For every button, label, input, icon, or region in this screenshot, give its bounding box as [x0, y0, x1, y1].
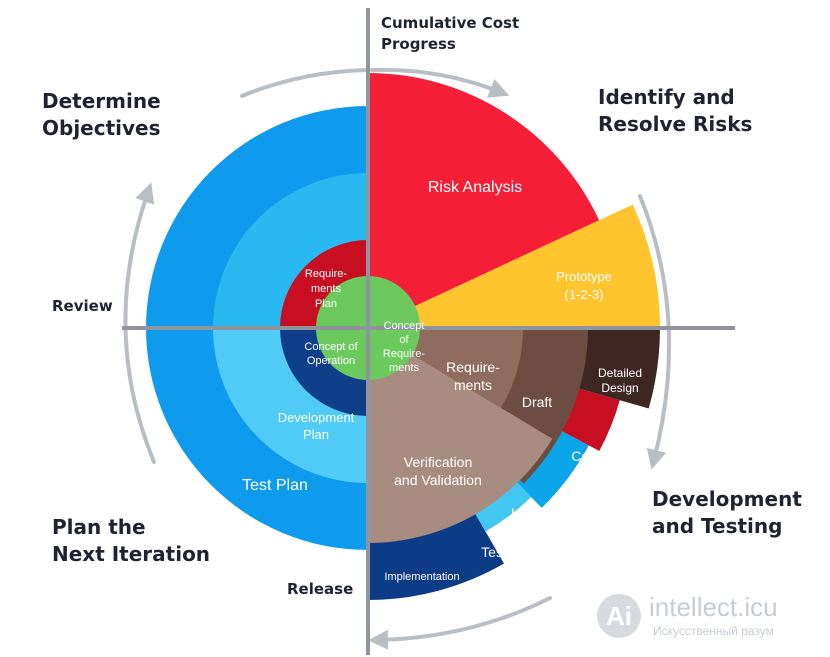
watermark-logo: Ai intellect.icu Искусственный разум: [597, 592, 817, 642]
quadrant-title-plan-next-iteration: Plan the Next Iteration: [52, 515, 211, 566]
axis-label-release: Release: [287, 580, 354, 598]
axis-lines: [122, 8, 735, 655]
segment-label-verification-validation: Verification and Validation: [394, 454, 482, 488]
segment-label-code: Code: [571, 448, 605, 464]
segment-label-development-plan: Development Plan: [277, 410, 355, 442]
watermark-subtext: Искусственный разум: [653, 624, 774, 638]
quadrant-title-identify-resolve-risks: Identify and Resolve Risks: [598, 85, 753, 136]
prototype-wedge: [368, 204, 660, 328]
segment-label-test: Test: [481, 544, 507, 560]
quadrant-title-determine-objectives: Determine Objectives: [42, 89, 161, 140]
segment-label-implementation: Implementation: [384, 571, 460, 583]
axis-label-review: Review: [52, 297, 113, 315]
segment-label-risk-analysis: Risk Analysis: [427, 179, 523, 196]
segment-label-draft: Draft: [521, 394, 553, 410]
arc-top: [240, 68, 368, 98]
risk-analysis-wedge: [368, 73, 600, 328]
segment-label-concept-of-requirements: Concept of Require- ments: [382, 320, 426, 374]
segment-label-requirements-plan: Require- ments Plan: [304, 268, 348, 310]
arc-right: [638, 194, 672, 470]
logo-glyph: Ai: [606, 601, 632, 631]
arc-top: [370, 67, 510, 98]
logo-circle-icon: [597, 594, 641, 638]
arc-bottom: [368, 596, 552, 650]
quadrant-title-development-testing: Development and Testing: [652, 487, 802, 538]
segment-label-detailed-design: Detailed Design: [597, 366, 643, 395]
segment-label-prototype: Prototype (1-2-3): [556, 269, 612, 302]
segment-label-requirements: Require- ments: [446, 359, 500, 393]
verification-wedge: [368, 328, 553, 543]
segment-label-concept-of-operation: Concept of Operation: [304, 341, 358, 367]
axis-label-cumulative-cost: Cumulative Cost Progress: [381, 14, 520, 53]
segment-label-integration: Integration: [510, 505, 578, 521]
watermark-text: intellect.icu: [649, 592, 778, 622]
segment-label-test-plan: Test Plan: [242, 477, 308, 494]
